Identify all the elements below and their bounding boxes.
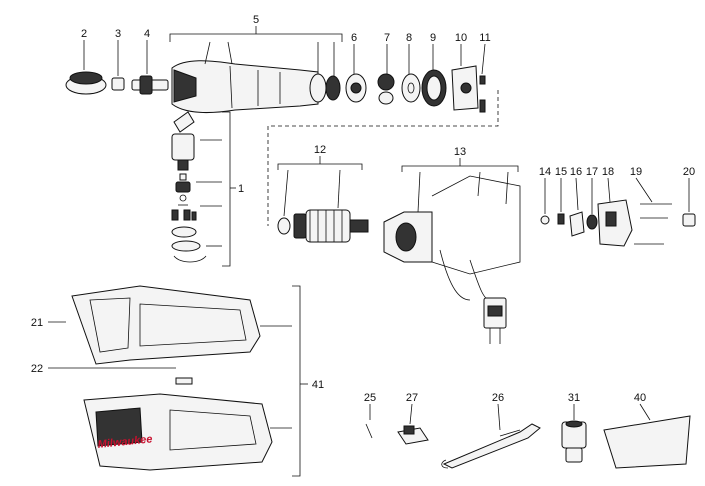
label-1: 1 — [238, 183, 244, 195]
label-12: 12 — [314, 144, 326, 156]
part-1-anvil-assembly — [171, 111, 236, 267]
part-25-pin — [365, 404, 373, 439]
part-7-planet-gears — [377, 44, 395, 105]
part-4-shaft — [131, 40, 169, 95]
part-10-gear-plate — [451, 44, 479, 111]
label-41: 41 — [312, 379, 324, 391]
label-9: 9 — [430, 32, 436, 44]
part-17-bearing — [586, 178, 598, 230]
label-5: 5 — [253, 14, 259, 26]
label-25: 25 — [364, 392, 376, 404]
label-22: 22 — [31, 363, 43, 375]
label-16: 16 — [570, 166, 582, 178]
part-20-nut — [682, 178, 696, 227]
label-13: 13 — [454, 146, 466, 158]
label-26: 26 — [492, 392, 504, 404]
label-20: 20 — [683, 166, 695, 178]
label-21: 21 — [31, 317, 43, 329]
label-17: 17 — [586, 166, 598, 178]
label-2: 2 — [81, 28, 87, 40]
label-6: 6 — [351, 32, 357, 44]
part-15-pin — [557, 178, 565, 225]
part-13-stator-assembly — [383, 158, 521, 344]
label-18: 18 — [602, 166, 614, 178]
part-22-label-plate — [175, 377, 193, 385]
part-31-socket-adapter — [561, 404, 587, 463]
part-11-screws — [479, 43, 486, 113]
assembly-leader-line — [267, 90, 499, 226]
part-41-housing-bracket — [292, 285, 308, 477]
label-8: 8 — [406, 32, 412, 44]
part-19-screws — [634, 177, 672, 245]
label-10: 10 — [455, 32, 467, 44]
label-19: 19 — [630, 166, 642, 178]
part-5-gear-housing — [169, 26, 343, 113]
part-9-ring-gear — [421, 44, 447, 107]
label-7: 7 — [384, 32, 390, 44]
label-40: 40 — [634, 392, 646, 404]
part-16-bracket — [569, 177, 585, 237]
label-11: 11 — [479, 32, 490, 44]
label-31: 31 — [568, 392, 580, 404]
part-12-armature — [277, 156, 369, 243]
housing-half-upper — [71, 285, 292, 365]
part-27-clip — [397, 403, 429, 445]
part-2-ratchet-ring — [65, 40, 107, 95]
housing-half-lower — [83, 393, 292, 471]
milwaukee-logo: Milwaukee — [97, 433, 153, 451]
part-26-belt-clip — [441, 403, 541, 469]
label-3: 3 — [115, 28, 121, 40]
part-3-nut — [111, 40, 125, 91]
label-4: 4 — [144, 28, 150, 40]
part-40-bag — [603, 403, 691, 469]
label-15: 15 — [555, 166, 567, 178]
part-6-gear-carrier — [345, 44, 367, 103]
part-14-bearing — [540, 178, 550, 225]
label-27: 27 — [406, 392, 418, 404]
part-18-end-cap — [597, 177, 633, 247]
label-14: 14 — [539, 166, 551, 178]
part-8-washer — [401, 44, 421, 103]
